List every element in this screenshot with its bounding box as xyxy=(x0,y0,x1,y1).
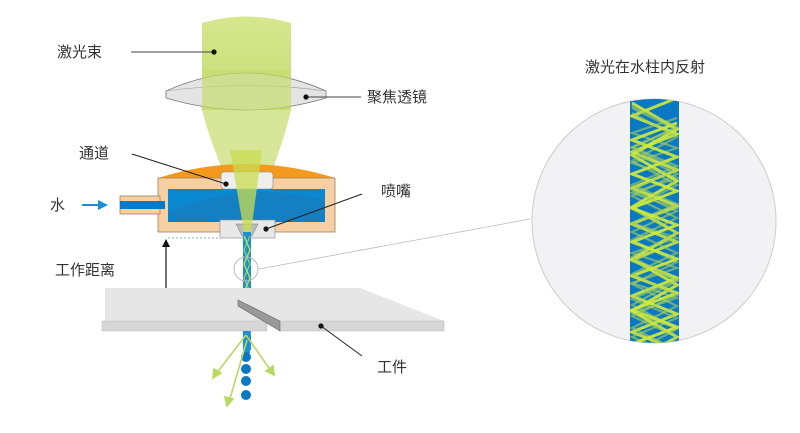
label-channel: 通道 xyxy=(79,144,109,162)
label-workpiece: 工件 xyxy=(377,358,407,376)
beam-cone xyxy=(230,150,262,232)
label-focusing-lens: 聚焦透镜 xyxy=(367,88,427,106)
exit-spray xyxy=(212,331,275,408)
inset-title: 激光在水柱内反射 xyxy=(585,58,705,76)
label-water: 水 xyxy=(50,196,65,214)
kerf-cut xyxy=(237,299,281,332)
magnify-connector xyxy=(258,218,531,270)
workpiece xyxy=(101,288,445,332)
leader-lines xyxy=(131,49,363,357)
reflection-ray xyxy=(630,112,679,343)
reflection-ray xyxy=(630,107,679,343)
magnify-circle xyxy=(233,256,259,282)
water-inflow-arrow-icon xyxy=(82,200,108,210)
reflection-ray xyxy=(630,105,679,343)
label-nozzle: 喷嘴 xyxy=(381,182,411,200)
reflection-rays xyxy=(630,100,679,343)
label-laser-beam: 激光束 xyxy=(57,43,102,61)
reflection-ray xyxy=(630,126,679,343)
inset-magnified-view xyxy=(531,98,777,344)
nozzle-assembly xyxy=(119,164,336,239)
label-working-distance: 工作距离 xyxy=(55,261,115,279)
